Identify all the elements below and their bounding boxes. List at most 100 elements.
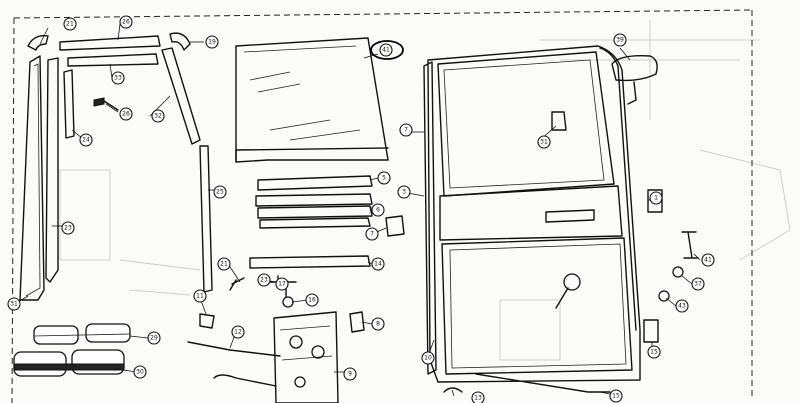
callout-circle [205, 35, 219, 49]
door-body [423, 45, 641, 383]
left-weatherstrip-inner [25, 63, 41, 297]
grommet-8 [349, 311, 365, 333]
callout-number: 29 [150, 335, 158, 342]
short-channel [63, 69, 75, 139]
corner-elbow-right [169, 32, 191, 51]
callout-number: 30 [136, 369, 144, 376]
callout-circle [343, 367, 357, 381]
callout-number: 13 [474, 395, 482, 402]
callout-circle [371, 203, 385, 217]
callout-circle [217, 257, 231, 271]
callout-number: 16 [308, 297, 316, 304]
glass-channel-5 [257, 175, 373, 191]
callout-number: 37 [694, 281, 702, 288]
callout-circle [613, 33, 627, 47]
callout-30: 30 [133, 365, 147, 379]
callout-circle [675, 299, 689, 313]
lower-rail-14 [249, 255, 371, 269]
vertical-glass-run [199, 145, 213, 293]
callout-number: 26 [122, 111, 130, 118]
callout-circle [471, 391, 485, 403]
glass-channel-6-lower [259, 217, 371, 229]
callout-number: 3 [402, 189, 406, 196]
callout-circle [147, 331, 161, 345]
corner-elbow-left [27, 35, 49, 51]
callout-number: 17 [278, 281, 286, 288]
callout-14: 14 [371, 257, 385, 271]
rod-45 [475, 373, 611, 393]
callout-29: 29 [147, 331, 161, 345]
callout-number: 7 [370, 231, 374, 238]
callout-number: 24 [82, 137, 90, 144]
callout-21: 21 [217, 257, 231, 271]
callout-23: 23 [257, 273, 271, 287]
callout-13: 13 [471, 391, 485, 403]
callout-circle [213, 185, 227, 199]
callout-number: 21 [220, 261, 228, 268]
callout-circle [63, 17, 77, 31]
callout-circle [371, 317, 385, 331]
callout-circle [371, 257, 385, 271]
callout-number: 25 [216, 189, 224, 196]
callout-43: 43 [675, 299, 689, 313]
screw-26 [93, 97, 119, 111]
callout-circle [649, 191, 663, 205]
callout-circle [119, 107, 133, 121]
callout-41: 41 [379, 43, 393, 57]
callout-number: 23 [64, 225, 72, 232]
callout-9: 9 [343, 367, 357, 381]
callout-number: 41 [382, 47, 390, 54]
callout-number: 6 [376, 207, 380, 214]
callout-number: 9 [348, 371, 352, 378]
callout-33: 33 [111, 71, 125, 85]
glass-channel-6-mid [257, 205, 373, 219]
callout-circle [61, 221, 75, 235]
callout-circle [691, 277, 705, 291]
callout-circle [701, 253, 715, 267]
callout-circle [79, 133, 93, 147]
mirror-39 [611, 54, 658, 105]
callout-circle [399, 123, 413, 137]
callout-10: 10 [421, 351, 435, 365]
callout-31: 31 [7, 297, 21, 311]
clip-7 [385, 215, 405, 237]
callout-26: 26 [119, 107, 133, 121]
top-inner-strip [67, 53, 159, 67]
callout-12: 12 [231, 325, 245, 339]
callout-15: 15 [609, 389, 623, 403]
roller-set-29 [33, 323, 131, 345]
callout-number: 11 [196, 293, 204, 300]
callout-number: 43 [678, 303, 686, 310]
callout-circle [133, 365, 147, 379]
callout-circle [7, 297, 21, 311]
callout-3: 3 [397, 185, 411, 199]
callout-circle [365, 227, 379, 241]
callout-circle [119, 15, 133, 29]
hinge-lower [643, 319, 659, 343]
clip-15 [443, 387, 463, 393]
callout-24: 24 [79, 133, 93, 147]
callout-number: 26 [122, 19, 130, 26]
callout-circle [379, 43, 393, 57]
callout-25: 25 [213, 185, 227, 199]
callout-6: 6 [371, 203, 385, 217]
callout-circle [275, 277, 289, 291]
nut-37 [672, 266, 684, 278]
bolt-41 [681, 231, 699, 259]
callout-number: 41 [704, 257, 712, 264]
callout-number: 31 [540, 139, 548, 146]
top-header-strip [59, 35, 161, 51]
callout-37: 37 [691, 277, 705, 291]
window-winder-handle [555, 273, 581, 309]
callout-number: 15 [650, 349, 658, 356]
callout-number: 7 [404, 127, 408, 134]
callout-circle [257, 273, 271, 287]
glass-channel-6-upper [255, 193, 373, 207]
callout-circle [377, 171, 391, 185]
callout-number: 15 [612, 393, 620, 400]
highlight-oval [370, 40, 404, 60]
callout-number: 1 [654, 195, 658, 202]
